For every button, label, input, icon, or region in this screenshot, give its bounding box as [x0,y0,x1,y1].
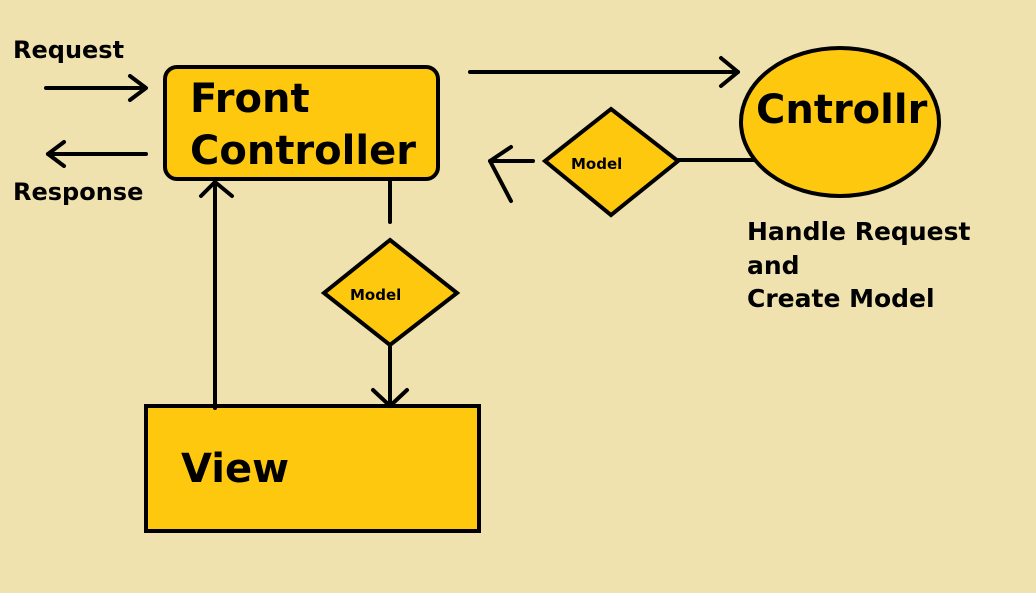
view-node[interactable]: View [144,404,481,533]
view-to-front-arrow [199,180,234,410]
model-diamond-top-shape [541,106,682,218]
model-diamond-bottom-label: Model [350,286,401,304]
view-box [144,404,481,533]
view-label: View [181,446,289,492]
front-controller-node[interactable]: Front Controller [163,65,440,181]
front-controller-box [163,65,440,181]
front-controller-label-line1: Front [190,76,310,122]
response-arrow [46,140,148,168]
controller-ellipse [739,46,941,198]
model-diamond-bottom[interactable]: Model [320,237,461,348]
controller-label: Cntrollr [756,87,928,133]
model-to-view-arrow [371,345,409,408]
controller-note-line1: Handle Request [747,217,970,246]
controller-node[interactable]: Cntrollr [739,46,941,198]
model-to-front-arrow [488,145,535,203]
response-label: Response [13,178,143,206]
front-controller-label-line2: Controller [190,128,416,174]
request-label: Request [13,36,124,64]
front-to-controller-arrow [468,56,740,88]
controller-note-line2: and [747,251,800,280]
model-diamond-top[interactable]: Model [541,106,682,218]
request-arrow [44,74,148,102]
model-diamond-top-label: Model [571,155,622,173]
controller-note-line3: Create Model [747,284,935,313]
